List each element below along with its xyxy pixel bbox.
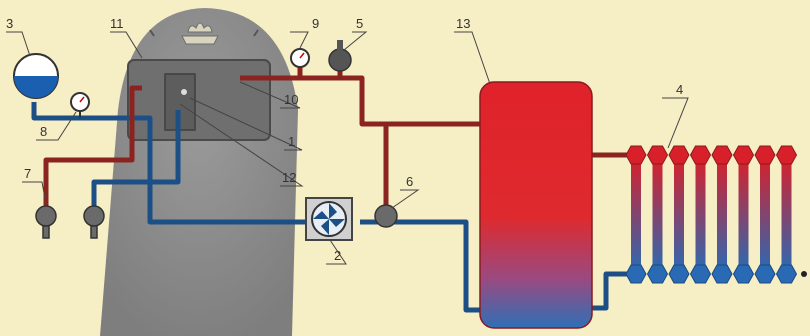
stove-body (100, 8, 298, 336)
pressure-gauge-icon (290, 48, 310, 68)
radiator-bottom-header (754, 264, 776, 284)
radiator-section (781, 158, 792, 272)
return-pipes (31, 102, 628, 313)
radiator-bottom-header (668, 264, 690, 284)
radiator-top-header (689, 145, 712, 165)
label-6: 6 (406, 174, 413, 189)
radiator-bottom-header (646, 264, 669, 284)
fan-icon (305, 197, 353, 241)
radiator-top-header (625, 145, 647, 165)
label-8: 8 (40, 124, 47, 139)
radiator-bottom-header (775, 264, 798, 284)
radiator-section (717, 158, 727, 272)
radiator-section (652, 158, 663, 272)
radiator-bottom-header (625, 264, 647, 284)
label-2: 2 (334, 248, 341, 263)
flame-icon (181, 22, 219, 45)
label-10: 10 (284, 92, 298, 107)
radiator-bottom-header (732, 264, 755, 284)
radiator-section (631, 158, 641, 272)
label-13: 13 (456, 16, 470, 31)
radiator-section (695, 158, 706, 272)
radiator-top-header (711, 145, 733, 165)
label-9: 9 (312, 16, 319, 31)
leader-lines (6, 31, 689, 265)
label-3: 3 (6, 16, 13, 31)
radiator-section (738, 158, 749, 272)
label-12: 12 (282, 170, 296, 185)
radiator-section (760, 158, 770, 272)
valve-icon (35, 205, 57, 239)
radiator-bottom-header (689, 264, 712, 284)
expansion-tank-icon (13, 53, 59, 99)
label-1: 1 (288, 134, 295, 149)
air-vent-icon (328, 40, 352, 72)
label-7: 7 (24, 166, 31, 181)
radiator-top-header (646, 145, 669, 165)
radiator-top-header (732, 145, 755, 165)
radiator-bottom-header (711, 264, 733, 284)
radiator-icon (625, 145, 807, 284)
valve-icon (374, 204, 398, 228)
radiator-top-header (754, 145, 776, 165)
valve-icon (83, 205, 105, 239)
label-5: 5 (356, 16, 363, 31)
label-11: 11 (110, 16, 124, 31)
label-4: 4 (676, 82, 683, 97)
radiator-section (674, 158, 684, 272)
radiator-top-header (775, 145, 798, 165)
pressure-gauge-icon (70, 92, 90, 118)
heat-exchanger-box (127, 59, 271, 141)
storage-tank (479, 81, 593, 329)
radiator-top-header (668, 145, 690, 165)
